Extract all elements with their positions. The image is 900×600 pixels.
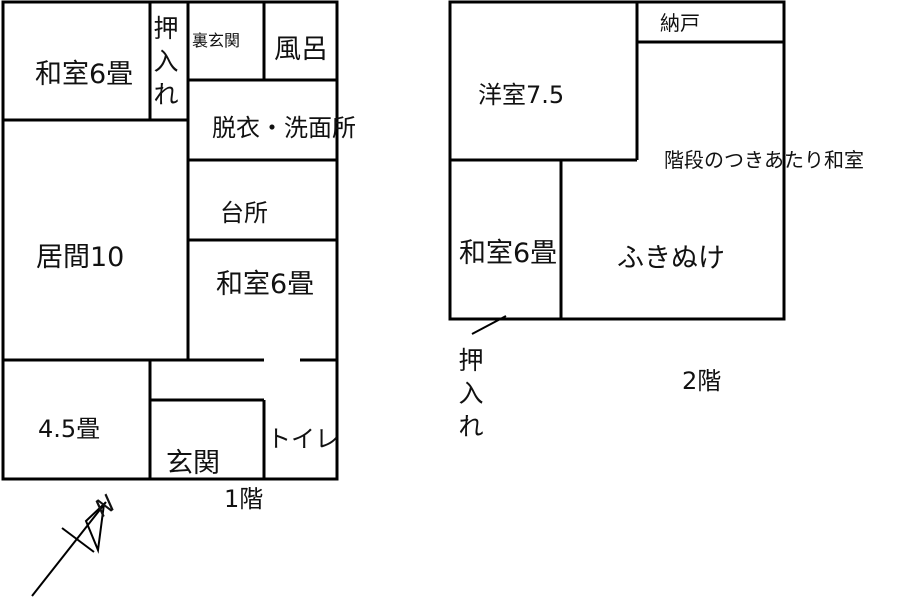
oshiire-char: れ <box>153 80 179 109</box>
compass-cross-line <box>61 527 95 553</box>
oshiire-char: 入 <box>458 379 484 408</box>
room-label-datsui-senmenjo: 脱衣・洗面所 <box>212 114 356 142</box>
oshiire-char: 押 <box>458 346 484 375</box>
room-label-uragenkan: 裏玄関 <box>192 31 241 50</box>
room-label-toilet: トイレ <box>267 425 339 453</box>
room-label-yoshitsu: 洋室7.5 <box>478 81 565 109</box>
room-label-furo: 風呂 <box>274 34 328 65</box>
room-label-genkan: 玄関 <box>166 448 220 479</box>
floor2-walls <box>448 0 786 321</box>
floor2-caption: 2階 <box>682 367 722 395</box>
oshiire-char: れ <box>458 412 484 441</box>
oshiire-char: 押 <box>153 14 179 43</box>
room-label-oshiire-2f: 押 入 れ <box>456 344 486 443</box>
room-label-fukinuke: ふきぬけ <box>617 243 725 274</box>
room-label-daidokoro: 台所 <box>220 199 268 227</box>
room-label-washitsu-6-mid: 和室6畳 <box>216 269 315 300</box>
floor1-walls <box>1 0 339 481</box>
room-label-washitsu-6-2f: 和室6畳 <box>459 238 558 269</box>
room-label-yojohan: 4.5畳 <box>38 415 101 443</box>
room-label-washitsu-6: 和室6畳 <box>35 59 134 90</box>
room-label-ima: 居間10 <box>36 242 125 273</box>
oshiire-pointer-line <box>471 315 507 335</box>
oshiire-char: 入 <box>153 47 179 76</box>
floor1-caption: 1階 <box>224 485 264 513</box>
room-label-nando: 納戸 <box>660 11 700 35</box>
compass-north-arrow <box>31 501 107 597</box>
room-label-kaidan-washitsu: 階段のつきあたり和室 <box>664 148 864 172</box>
room-label-oshiire: 押 入 れ <box>151 12 181 111</box>
compass-arrow-line <box>31 501 107 597</box>
compass-arrow-head <box>84 501 106 554</box>
